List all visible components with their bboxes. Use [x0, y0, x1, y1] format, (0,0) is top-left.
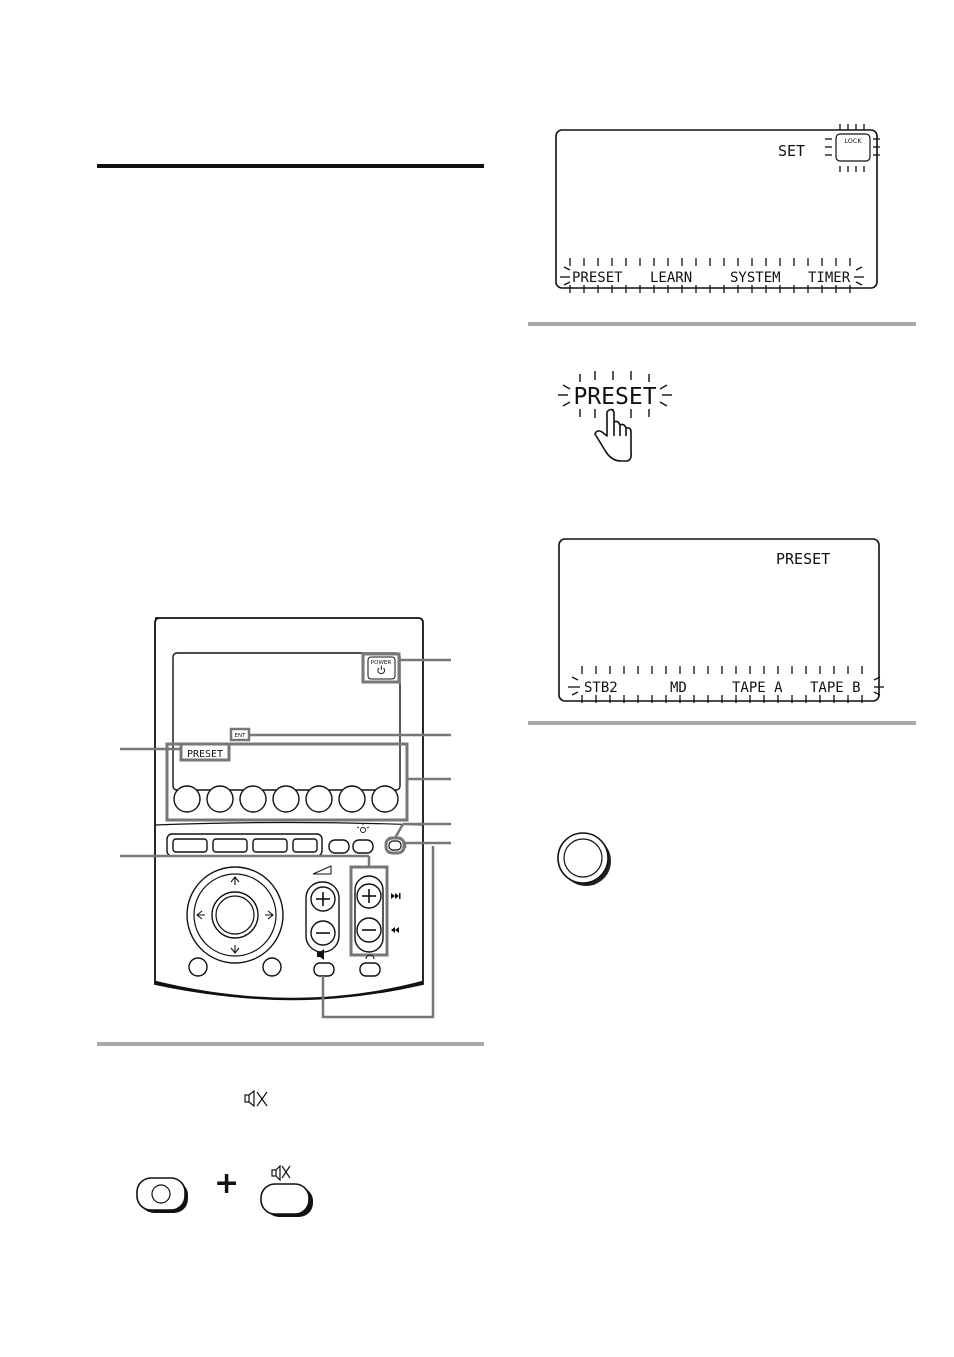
preset-touch-label: PRESET — [573, 384, 656, 410]
section-rule — [528, 322, 916, 326]
lock-label: LOCK — [844, 137, 862, 145]
power-icon — [377, 665, 385, 675]
lcd-mode-label: SET — [778, 142, 805, 160]
section-rule — [97, 1042, 484, 1046]
arrow-down-icon — [230, 945, 240, 954]
lcd-key-row: STB2 MD TAPE A TAPE B — [584, 680, 861, 696]
remote-control-diagram: POWER ENT PRESET — [120, 617, 451, 1019]
blink-mark — [873, 676, 881, 681]
section-rule — [97, 164, 484, 168]
lcd-key-row: PRESET LEARN SYSTEM TIMER — [572, 270, 851, 286]
remote-preset-label: PRESET — [187, 749, 223, 760]
blink-mark — [855, 281, 863, 286]
hand-pointer-icon — [594, 408, 632, 462]
section-rule — [528, 721, 916, 725]
blink-mark — [563, 266, 571, 271]
round-button-illustration — [557, 832, 611, 886]
direction-pad — [186, 866, 284, 964]
arrow-right-icon — [265, 910, 274, 920]
button-combination — [136, 1164, 313, 1217]
skip-next-icon — [391, 893, 401, 899]
lcd-key-learn: LEARN — [650, 270, 692, 286]
blink-mark — [571, 676, 579, 681]
light-icon — [356, 823, 370, 833]
arrow-left-icon — [196, 910, 205, 920]
lcd-key-preset: PRESET — [572, 270, 623, 286]
lock-indicator: LOCK — [825, 124, 880, 172]
arrow-up-icon — [230, 876, 240, 885]
lcd-key-tape-b: TAPE B — [810, 680, 861, 696]
lcd-display-preset: PRESET STB2 MD TAPE A TAPE B — [558, 538, 884, 703]
lcd-display-set: SET LOCK PRESET LEARN SYSTEM TIMER — [555, 124, 880, 293]
combo-plus: + — [214, 1166, 240, 1201]
remote-power-label: POWER — [371, 660, 392, 666]
blink-mark — [563, 281, 571, 286]
lcd-key-timer: TIMER — [808, 270, 851, 286]
return-icon — [365, 954, 375, 960]
preset-touch-illustration: PRESET — [558, 371, 672, 462]
blink-mark — [873, 691, 881, 696]
soft-key-row — [173, 785, 399, 813]
lcd-key-tape-a: TAPE A — [732, 680, 783, 696]
mute-icon — [317, 949, 324, 960]
lcd-key-stb2: STB2 — [584, 680, 618, 696]
skip-prev-icon — [391, 927, 399, 933]
mute-icon — [244, 1089, 268, 1108]
remote-ent-label: ENT — [235, 733, 247, 739]
blink-mark — [571, 691, 579, 696]
lcd-key-system: SYSTEM — [730, 270, 781, 286]
mute-icon — [271, 1164, 291, 1182]
lcd-key-md: MD — [670, 680, 687, 696]
blink-mark — [855, 266, 863, 271]
volume-icon — [312, 865, 332, 875]
lcd-mode-label: PRESET — [776, 550, 830, 568]
